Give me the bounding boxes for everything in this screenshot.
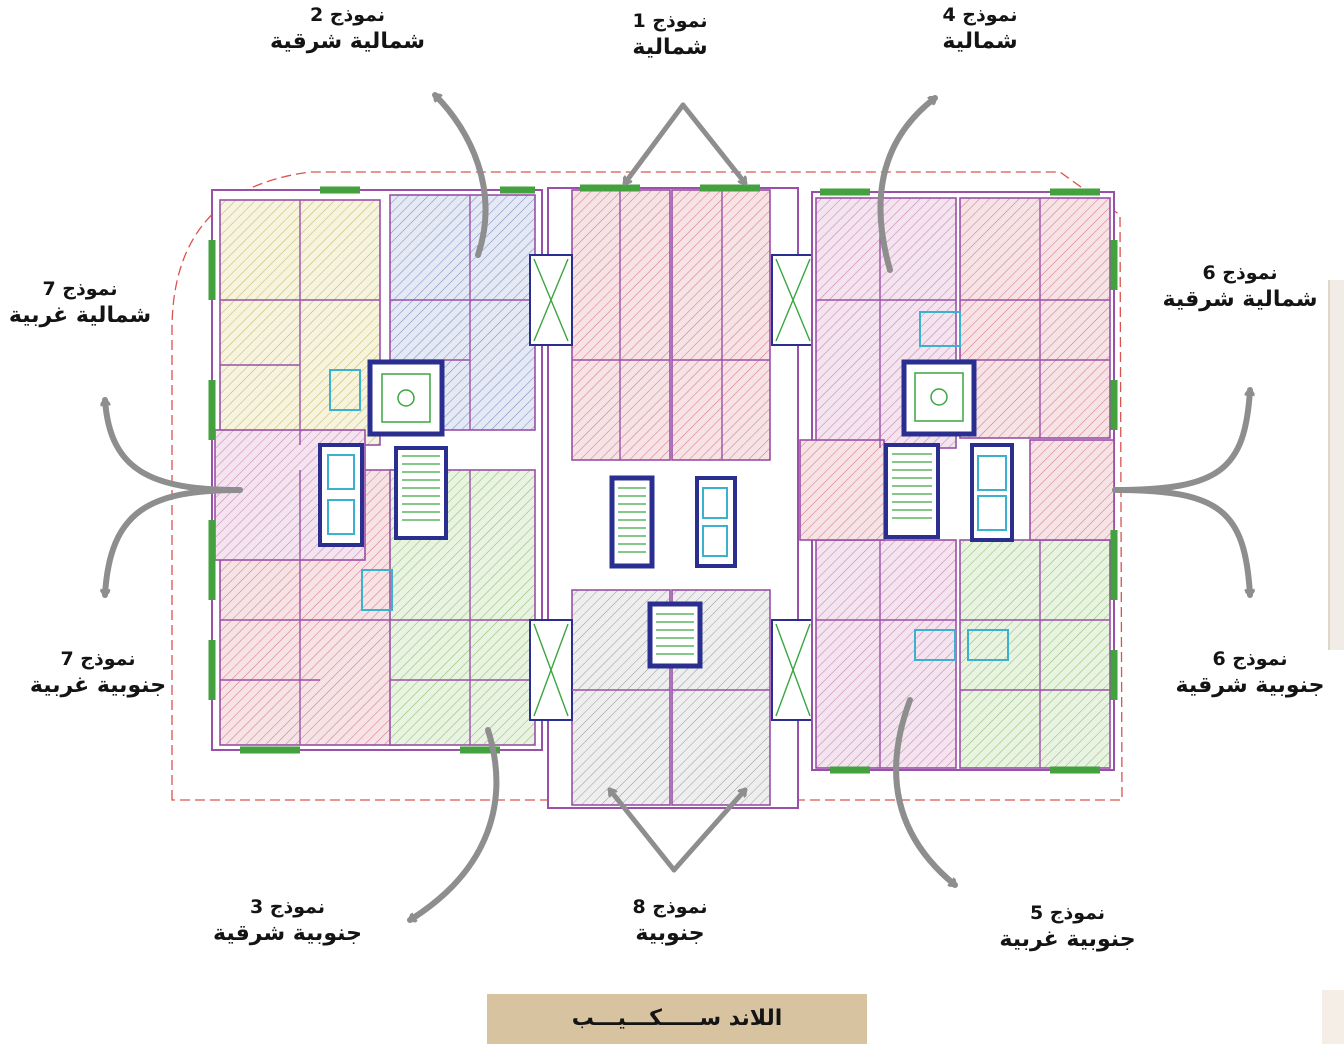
label-n6-se: نموذج 6 جنوبية شرقية bbox=[1170, 648, 1330, 699]
label-n4-orientation: شمالية bbox=[942, 28, 1018, 54]
label-n7-nw: نموذج 7 شمالية غربية bbox=[0, 278, 160, 329]
label-n2-orientation: شمالية شرقية bbox=[270, 28, 425, 54]
label-n4: نموذج 4 شمالية bbox=[910, 4, 1050, 55]
label-n3-title: نموذج 3 bbox=[249, 896, 326, 918]
label-n4-title: نموذج 4 bbox=[942, 4, 1018, 26]
label-n7-sw-orientation: جنوبية غربية bbox=[29, 672, 167, 698]
label-n1-title: نموذج 1 bbox=[632, 10, 708, 32]
label-n6-se-title: نموذج 6 bbox=[1212, 648, 1288, 670]
arrow-n1-left bbox=[622, 102, 686, 186]
edge-tab bbox=[1328, 280, 1344, 650]
label-n1: نموذج 1 شمالية bbox=[600, 10, 740, 61]
label-n7-nw-orientation: شمالية غربية bbox=[8, 302, 152, 328]
central-block bbox=[529, 184, 815, 809]
arrow-e-split bbox=[1112, 387, 1250, 493]
orientation-arrows bbox=[105, 92, 1250, 923]
footer-banner: اللاند ســـــكـــيـــب bbox=[487, 994, 867, 1044]
label-n2-title: نموذج 2 bbox=[309, 4, 386, 26]
footer-text: اللاند ســـــكـــيـــب bbox=[571, 1006, 783, 1031]
label-n7-sw-title: نموذج 7 bbox=[60, 648, 136, 670]
label-n5-title: نموذج 5 bbox=[1029, 902, 1106, 924]
arrow-n2 bbox=[432, 92, 489, 258]
label-n8-orientation: جنوبية bbox=[635, 920, 705, 946]
label-n7-nw-title: نموذج 7 bbox=[42, 278, 118, 300]
label-n3-orientation: جنوبية شرقية bbox=[213, 920, 362, 946]
label-n6-ne: نموذج 6 شمالية شرقية bbox=[1160, 262, 1320, 313]
label-n6-se-orientation: جنوبية شرقية bbox=[1175, 672, 1325, 698]
arrow-n5 bbox=[893, 697, 958, 888]
arrow-n8-left bbox=[607, 787, 677, 873]
arrow-n1-right bbox=[680, 102, 748, 186]
label-n5-orientation: جنوبية غربية bbox=[999, 926, 1136, 952]
arrow-n3 bbox=[407, 727, 500, 923]
arrow-n4 bbox=[877, 95, 938, 273]
label-n6-ne-orientation: شمالية شرقية bbox=[1162, 286, 1318, 312]
east-block bbox=[799, 188, 1118, 774]
label-n5: نموذج 5 جنوبية غربية bbox=[980, 902, 1155, 953]
label-n2: نموذج 2 شمالية شرقية bbox=[255, 4, 440, 55]
label-n8-title: نموذج 8 bbox=[632, 896, 708, 918]
label-n1-orientation: شمالية bbox=[632, 34, 708, 60]
label-n7-sw: نموذج 7 جنوبية غربية bbox=[18, 648, 178, 699]
corner-decoration bbox=[1322, 990, 1344, 1044]
arrow-n8-right bbox=[671, 787, 748, 873]
label-n8: نموذج 8 جنوبية bbox=[600, 896, 740, 947]
west-block bbox=[208, 186, 543, 754]
label-n3: نموذج 3 جنوبية شرقية bbox=[200, 896, 375, 947]
label-n6-ne-title: نموذج 6 bbox=[1202, 262, 1278, 284]
